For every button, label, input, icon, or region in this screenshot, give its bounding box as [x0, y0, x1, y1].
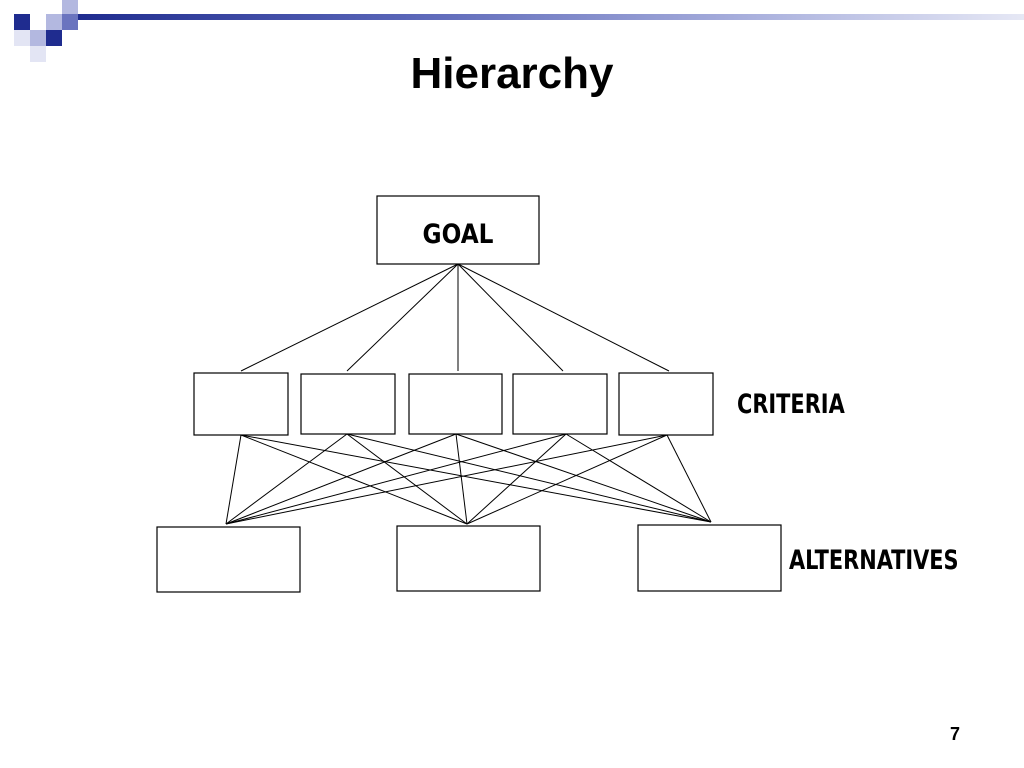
criterion-to-alternative-line [240, 434, 712, 523]
page-number: 7 [949, 724, 960, 744]
criterion-to-alternative-line [666, 434, 712, 523]
alternative-box [637, 524, 782, 592]
goal-to-criterion-line [240, 263, 459, 372]
criterion-to-alternative-line [346, 433, 712, 523]
goal-box [376, 195, 540, 265]
criterion-to-alternative-line [565, 433, 712, 523]
decor-square [62, 14, 78, 30]
criterion-to-alternative-line [455, 433, 712, 523]
criterion-to-alternative-line [346, 433, 468, 525]
header-gradient-bar [78, 14, 1024, 20]
alternative-box [156, 526, 301, 593]
criterion-box [300, 373, 396, 435]
connector-lines [225, 263, 712, 525]
criterion-to-alternative-line [455, 433, 468, 525]
criterion-to-alternative-line [466, 434, 668, 525]
criterion-to-alternative-line [225, 434, 668, 525]
decor-square [30, 30, 46, 46]
goal-to-criterion-line [346, 263, 459, 372]
goal-to-criterion-line [457, 263, 670, 372]
decor-square [46, 14, 62, 30]
goal-label: GOAL [423, 218, 494, 249]
criterion-box [618, 372, 714, 436]
goal-to-criterion-line [457, 263, 564, 372]
criterion-to-alternative-line [240, 434, 468, 525]
criterion-to-alternative-line [225, 433, 567, 525]
decor-square [62, 0, 78, 14]
criterion-to-alternative-line [225, 433, 457, 525]
criterion-to-alternative-line [225, 433, 348, 525]
criterion-box [408, 373, 503, 435]
decor-square [14, 14, 30, 30]
alternatives-level-label: ALTERNATIVES [789, 545, 959, 576]
alternative-box [396, 525, 541, 592]
slide-title: Hierarchy [410, 49, 614, 98]
decor-square [30, 46, 46, 62]
criterion-box [512, 373, 608, 435]
criterion-to-alternative-line [225, 434, 242, 525]
decor-square [46, 30, 62, 46]
decor-square [14, 30, 30, 46]
criterion-to-alternative-line [466, 433, 567, 525]
criteria-level-label: CRITERIA [737, 389, 845, 420]
criterion-box [193, 372, 289, 436]
